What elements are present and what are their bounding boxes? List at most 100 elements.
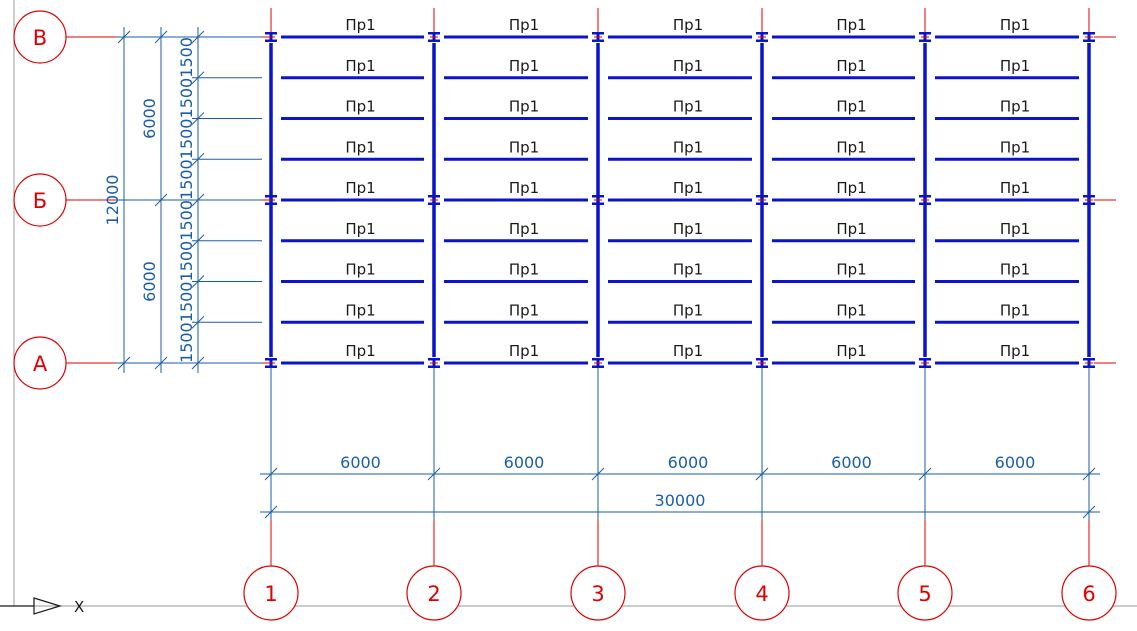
beam-label: Пр1 [345, 57, 375, 75]
column-axis-label: 5 [918, 582, 931, 606]
dim-text-span: 6000 [340, 453, 381, 472]
beam-label: Пр1 [836, 57, 866, 75]
dim-text-total: 12000 [103, 175, 122, 226]
dim-tick [918, 467, 932, 481]
dim-tick [191, 71, 205, 85]
beam-label: Пр1 [345, 342, 375, 360]
column-node [1083, 195, 1095, 205]
dim-tick [264, 505, 278, 519]
column-node [428, 32, 440, 42]
dim-text-spacing: 1500 [177, 282, 196, 323]
row-axis-bubble: А [13, 336, 67, 390]
row-axis-label: Б [33, 189, 47, 213]
ucs-x-label: X [74, 598, 84, 616]
beam-label: Пр1 [509, 261, 539, 279]
beam-label: Пр1 [509, 16, 539, 34]
beam-label: Пр1 [673, 57, 703, 75]
dim-text-half: 6000 [140, 261, 159, 302]
beam-label: Пр1 [509, 301, 539, 319]
beam-label: Пр1 [1000, 342, 1030, 360]
dim-tick [191, 112, 205, 125]
dim-text-spacing: 1500 [177, 37, 196, 78]
dim-tick [191, 315, 205, 329]
beam-label: Пр1 [1000, 220, 1030, 238]
dim-text-span: 6000 [504, 453, 545, 472]
column-axis-label: 3 [591, 582, 604, 606]
beam-label: Пр1 [1000, 179, 1030, 197]
beam-label: Пр1 [1000, 57, 1030, 75]
beam-label: Пр1 [345, 179, 375, 197]
beam-label: Пр1 [509, 138, 539, 156]
column-axis-label: 4 [755, 582, 768, 606]
dim-text-span: 6000 [668, 453, 709, 472]
beam-label: Пр1 [345, 220, 375, 238]
beam-label: Пр1 [345, 98, 375, 116]
row-axis-bubble: Б [13, 173, 67, 227]
dimension-lines: 1200060006000150015001500150015001500150… [103, 27, 1100, 520]
ucs-icon: X [0, 597, 84, 616]
dim-text-spacing: 1500 [177, 119, 196, 160]
dim-tick [427, 467, 441, 481]
beam-label: Пр1 [345, 301, 375, 319]
dim-tick [154, 193, 168, 207]
row-axis-label: В [33, 26, 47, 50]
beam-label: Пр1 [836, 261, 866, 279]
beam-label: Пр1 [673, 220, 703, 238]
column-node [428, 358, 440, 368]
beam-label: Пр1 [1000, 98, 1030, 116]
dim-tick [191, 152, 205, 166]
column-node [756, 358, 768, 368]
column-axis-label: 2 [427, 582, 440, 606]
beam-label: Пр1 [836, 342, 866, 360]
beam-label: Пр1 [673, 342, 703, 360]
beam-label: Пр1 [673, 261, 703, 279]
column-node [756, 32, 768, 42]
column-node [919, 195, 931, 205]
beam-label: Пр1 [509, 220, 539, 238]
dim-tick [117, 356, 131, 370]
beam-label: Пр1 [345, 138, 375, 156]
dim-tick [191, 356, 205, 370]
beam-label: Пр1 [345, 261, 375, 279]
column-node [265, 32, 277, 42]
beam-label: Пр1 [1000, 261, 1030, 279]
column-node [592, 195, 604, 205]
axis-bubbles: В Б А 1 2 3 4 5 6 [13, 10, 1117, 621]
dim-text-span: 6000 [995, 453, 1036, 472]
dim-tick [117, 30, 131, 44]
dim-tick [154, 30, 168, 44]
beam-label: Пр1 [836, 138, 866, 156]
beam-label: Пр1 [673, 179, 703, 197]
column-node [919, 32, 931, 42]
dim-tick [755, 467, 769, 481]
beam-label: Пр1 [509, 342, 539, 360]
dim-text-spacing: 1500 [177, 159, 196, 200]
dim-text-spacing: 1500 [177, 78, 196, 119]
dim-text-overall: 30000 [655, 491, 706, 510]
dim-text-span: 6000 [831, 453, 872, 472]
row-axis-bubble: В [13, 10, 67, 64]
dim-text-spacing: 1500 [177, 200, 196, 241]
column-axis-label: 1 [264, 582, 277, 606]
beam-label: Пр1 [509, 57, 539, 75]
beam-label: Пр1 [509, 98, 539, 116]
beam-label: Пр1 [836, 220, 866, 238]
beam-label: Пр1 [1000, 16, 1030, 34]
column-node [1083, 32, 1095, 42]
beam-label: Пр1 [836, 16, 866, 34]
column-node [1083, 358, 1095, 368]
dim-tick [591, 467, 605, 481]
column-axis-bubble: 4 [734, 565, 790, 621]
beam-label: Пр1 [836, 301, 866, 319]
beam-label: Пр1 [345, 16, 375, 34]
column-node [919, 358, 931, 368]
column-axis-bubble: 1 [243, 565, 299, 621]
beam-label: Пр1 [509, 179, 539, 197]
dim-text-spacing: 1500 [177, 322, 196, 363]
column-axis-bubble: 6 [1061, 565, 1117, 621]
grid-axis-lines [66, 8, 1116, 566]
dim-tick [191, 193, 205, 207]
dim-text-half: 6000 [140, 98, 159, 139]
column-axis-bubble: 2 [406, 565, 462, 621]
